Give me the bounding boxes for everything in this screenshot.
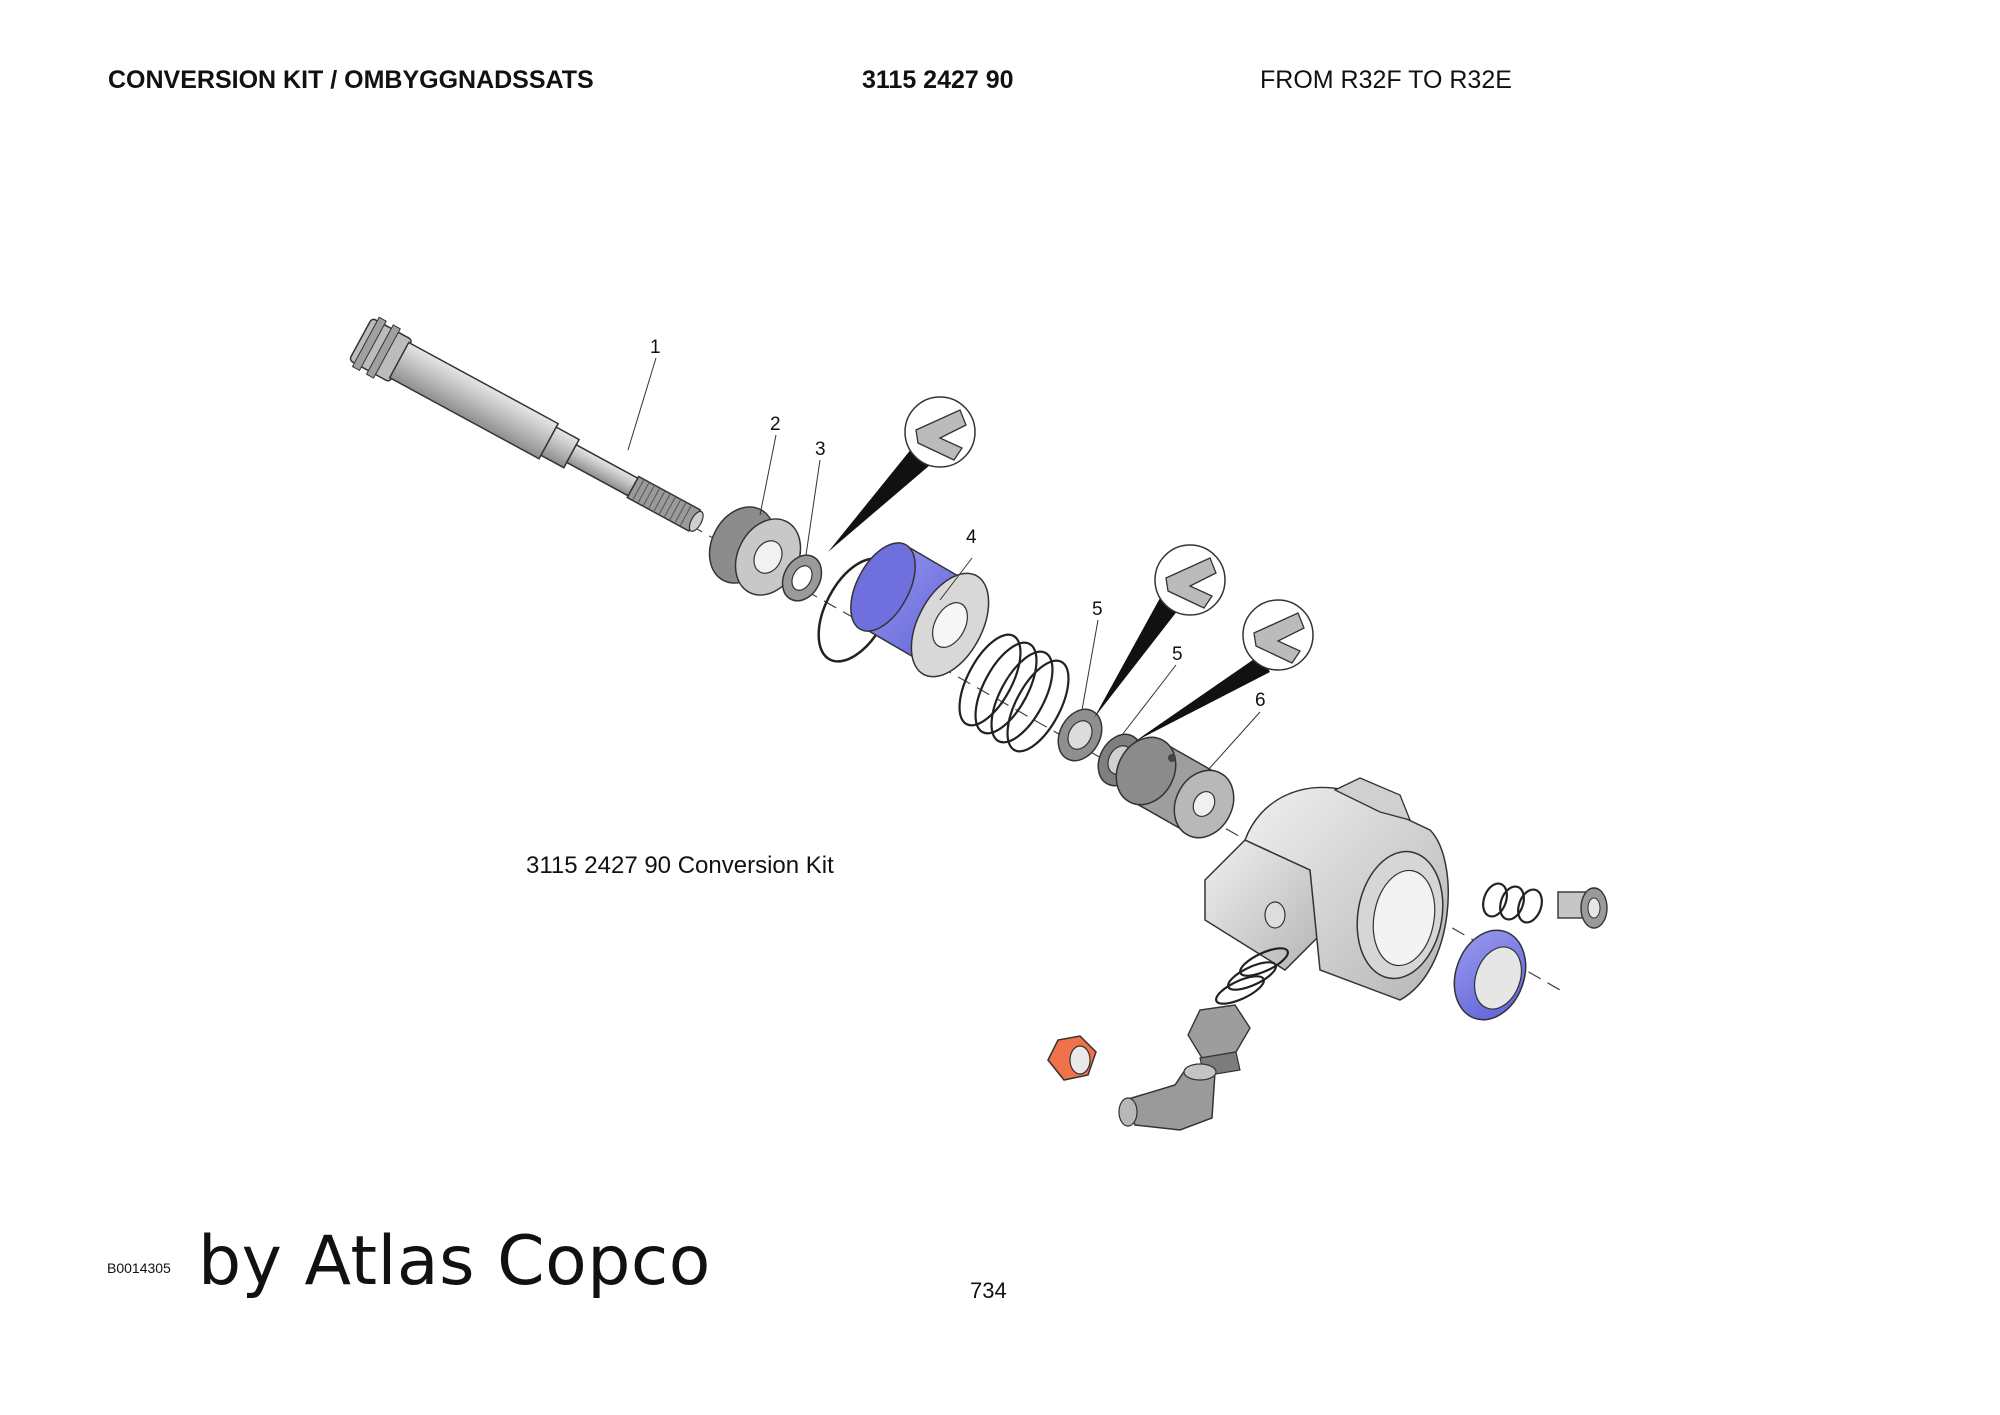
part-5-seal-a [1057, 708, 1103, 762]
document-id: B0014305 [107, 1260, 171, 1276]
callout-4: 4 [966, 527, 977, 548]
part-4-sleeve [850, 542, 990, 678]
housing [1204, 777, 1449, 1001]
spring [958, 633, 1070, 753]
elbow-fitting [1118, 1063, 1217, 1131]
brand-signature: by Atlas Copco [198, 1222, 711, 1301]
part-1-shaft [349, 316, 704, 532]
callout-3: 3 [815, 439, 826, 460]
side-plug [1557, 887, 1608, 929]
side-o-rings [1482, 882, 1543, 924]
wrench-detail-icon [1094, 544, 1226, 718]
callout-5a: 5 [1092, 599, 1103, 620]
blue-seal-ring [1453, 929, 1527, 1021]
callout-5b: 5 [1172, 644, 1183, 665]
wrench-detail-icon [828, 396, 976, 552]
header-part-number: 3115 2427 90 [862, 66, 1014, 94]
lower-o-rings [1215, 947, 1289, 1005]
orange-nut [1047, 1035, 1097, 1081]
header-model-range: FROM R32F TO R32E [1260, 66, 1512, 94]
part-3-ring [781, 554, 823, 602]
header-title: CONVERSION KIT / OMBYGGNADSSATS [108, 66, 594, 94]
callout-2: 2 [770, 414, 781, 435]
callout-1: 1 [650, 337, 661, 358]
callout-6: 6 [1255, 690, 1266, 711]
wrench-detail-icon [1134, 599, 1314, 742]
page-number: 734 [970, 1278, 1007, 1303]
callout-leaders [627, 357, 1261, 771]
part-6-bushing [1115, 736, 1235, 839]
diagram-caption: 3115 2427 90 Conversion Kit [526, 852, 834, 879]
